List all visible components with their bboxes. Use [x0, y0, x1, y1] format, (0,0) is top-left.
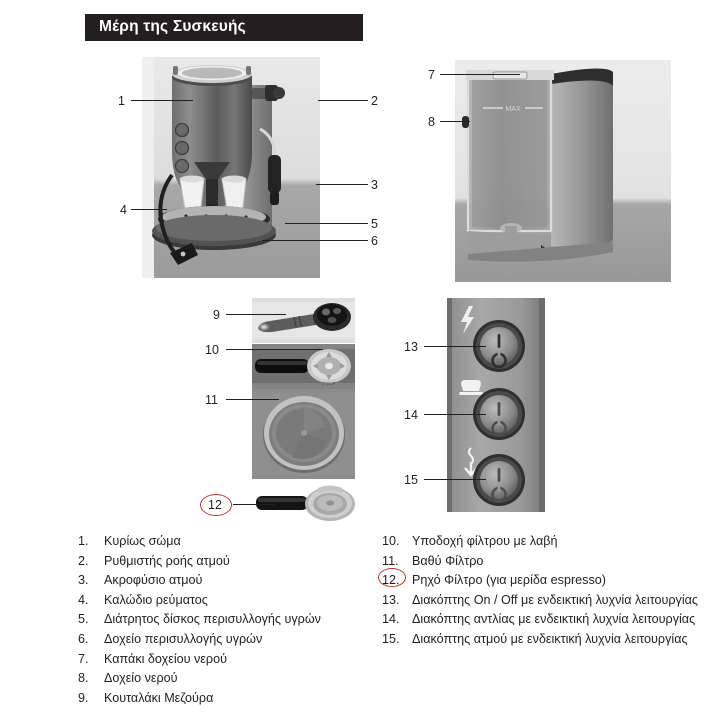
list-item-label: Διακόπτης On / Off με ενδεικτική λυχνία … — [412, 592, 699, 607]
list-item-number: 3. — [78, 573, 89, 588]
water-tank-photo: MAX — [455, 60, 671, 282]
leader-line-8 — [440, 121, 470, 122]
parts-list-left: 1. Κυρίως σώμα 2. Ρυθμιστής ροής ατμού 3. Α… — [78, 532, 378, 708]
list-item-number: 1. — [78, 534, 89, 548]
leader-line-10 — [226, 349, 323, 350]
shallow-filter-illustration — [248, 482, 358, 524]
leader-line-2 — [318, 100, 368, 101]
parts-list-right: 10. Υποδοχή φίλτρου με λαβή 11. Βαθύ Φίλτρ… — [378, 532, 702, 650]
measuring-spoon-photo — [252, 298, 355, 343]
list-item-number: 11. — [382, 553, 399, 568]
leader-line-11 — [226, 399, 279, 400]
list-item-number: 9. — [78, 690, 89, 705]
deep-filter-illustration — [252, 389, 355, 479]
callout-5: 5 — [371, 217, 378, 231]
list-item: 3. Ακροφύσιο ατμού — [78, 571, 378, 591]
list-item-number: 5. — [78, 612, 89, 627]
leader-line-7 — [440, 74, 520, 75]
list-item: 7. Καπάκι δοχείου νερού — [78, 650, 378, 670]
page-title: Μέρη της Συσκευής — [99, 18, 246, 35]
list-item-label: Ρηχό Φίλτρο (για μερίδα espresso) — [412, 573, 606, 588]
callout-7: 7 — [428, 68, 435, 82]
list-item: 5. Διάτρητος δίσκος περισυλλογής υγρών — [78, 610, 378, 630]
list-item-label: Δοχείο νερού — [104, 671, 178, 686]
list-item-number: 10. — [382, 534, 400, 548]
list-item-label: Βαθύ Φίλτρο — [412, 553, 484, 568]
list-item-highlighted: 12. Ρηχό Φίλτρο (για μερίδα espresso) — [378, 568, 702, 591]
list-item-label: Ακροφύσιο ατμού — [104, 573, 203, 588]
control-panel-photo — [447, 298, 545, 512]
list-item-number: 13. — [382, 592, 400, 607]
measuring-spoon-illustration — [252, 298, 355, 343]
list-item-label: Διακόπτης αντλίας με ενδεικτική λυχνία λ… — [412, 612, 696, 627]
list-item-number: 8. — [78, 671, 89, 686]
list-item: 8. Δοχείο νερού — [78, 669, 378, 689]
callout-14: 14 — [404, 408, 418, 422]
control-panel-illustration — [447, 298, 545, 512]
list-item-number: 15. — [382, 631, 400, 646]
list-item: 13. Διακόπτης On / Off με ενδεικτική λυχν… — [382, 591, 702, 611]
callout-1: 1 — [118, 94, 125, 108]
list-item: 14. Διακόπτης αντλίας με ενδεικτική λυχνί… — [382, 610, 702, 630]
list-item: 1. Κυρίως σώμα — [78, 532, 378, 552]
leader-line-4 — [131, 209, 167, 210]
callout-12-highlight-circle — [200, 494, 232, 516]
callout-2: 2 — [371, 94, 378, 108]
callout-6: 6 — [371, 234, 378, 248]
callout-3: 3 — [371, 178, 378, 192]
list-item-label: Διάτρητος δίσκος περισυλλογής υγρών — [104, 612, 321, 627]
callout-11: 11 — [205, 393, 218, 407]
callout-4: 4 — [120, 203, 127, 217]
leader-line-9 — [226, 314, 286, 315]
callout-10: 10 — [205, 343, 219, 357]
espresso-machine-front-photo — [142, 57, 320, 278]
list-item-number: 12. — [382, 573, 400, 588]
callout-9: 9 — [213, 308, 220, 322]
filter-holder-photo: 2 CUP — [252, 344, 355, 389]
leader-line-3 — [316, 184, 368, 185]
list-item: 11. Βαθύ Φίλτρο — [382, 552, 702, 572]
callout-8: 8 — [428, 115, 435, 129]
espresso-machine-illustration — [142, 57, 320, 278]
list-item-label: Υποδοχή φίλτρου με λαβή — [412, 534, 558, 548]
list-item-number: 14. — [382, 612, 400, 627]
svg-text:2 CUP: 2 CUP — [322, 381, 335, 386]
list-item: 9. Κουταλάκι Μεζούρα — [78, 689, 378, 709]
shallow-filter-photo — [248, 482, 358, 524]
list-item: 2. Ρυθμιστής ροής ατμού — [78, 552, 378, 572]
list-item-number: 7. — [78, 651, 89, 666]
svg-text:MAX: MAX — [505, 106, 521, 113]
leader-line-6 — [262, 240, 368, 241]
leader-line-15 — [424, 479, 486, 480]
filter-holder-illustration: 2 CUP — [252, 344, 355, 389]
list-item: 15. Διακόπτης ατμού με ενδεικτική λυχνία … — [382, 630, 702, 650]
list-item-label: Κυρίως σώμα — [104, 534, 181, 548]
leader-line-5 — [285, 223, 368, 224]
list-item-label: Δοχείο περισυλλογής υγρών — [104, 631, 263, 646]
list-item-label: Κουταλάκι Μεζούρα — [104, 690, 214, 705]
callout-13: 13 — [404, 340, 418, 354]
list-item-label: Διακόπτης ατμού με ενδεικτική λυχνία λει… — [412, 631, 688, 646]
list-item-label: Καλώδιο ρεύματος — [104, 592, 208, 607]
list-item: 10. Υποδοχή φίλτρου με λαβή — [382, 532, 702, 552]
list-item-label: Καπάκι δοχείου νερού — [104, 651, 227, 666]
leader-line-14 — [424, 414, 486, 415]
deep-filter-photo — [252, 389, 355, 479]
leader-line-13 — [424, 346, 486, 347]
leader-line-12 — [233, 504, 275, 505]
list-item-number: 4. — [78, 592, 89, 607]
leader-line-1 — [131, 100, 193, 101]
callout-15: 15 — [404, 473, 418, 487]
water-tank-illustration: MAX — [455, 60, 671, 282]
list-item: 4. Καλώδιο ρεύματος — [78, 591, 378, 611]
section-title-bar: Μέρη της Συσκευής — [85, 14, 363, 41]
list-item-label: Ρυθμιστής ροής ατμού — [104, 553, 230, 568]
list-item-number: 6. — [78, 631, 89, 646]
list-item-number: 2. — [78, 553, 89, 568]
list-item: 6. Δοχείο περισυλλογής υγρών — [78, 630, 378, 650]
